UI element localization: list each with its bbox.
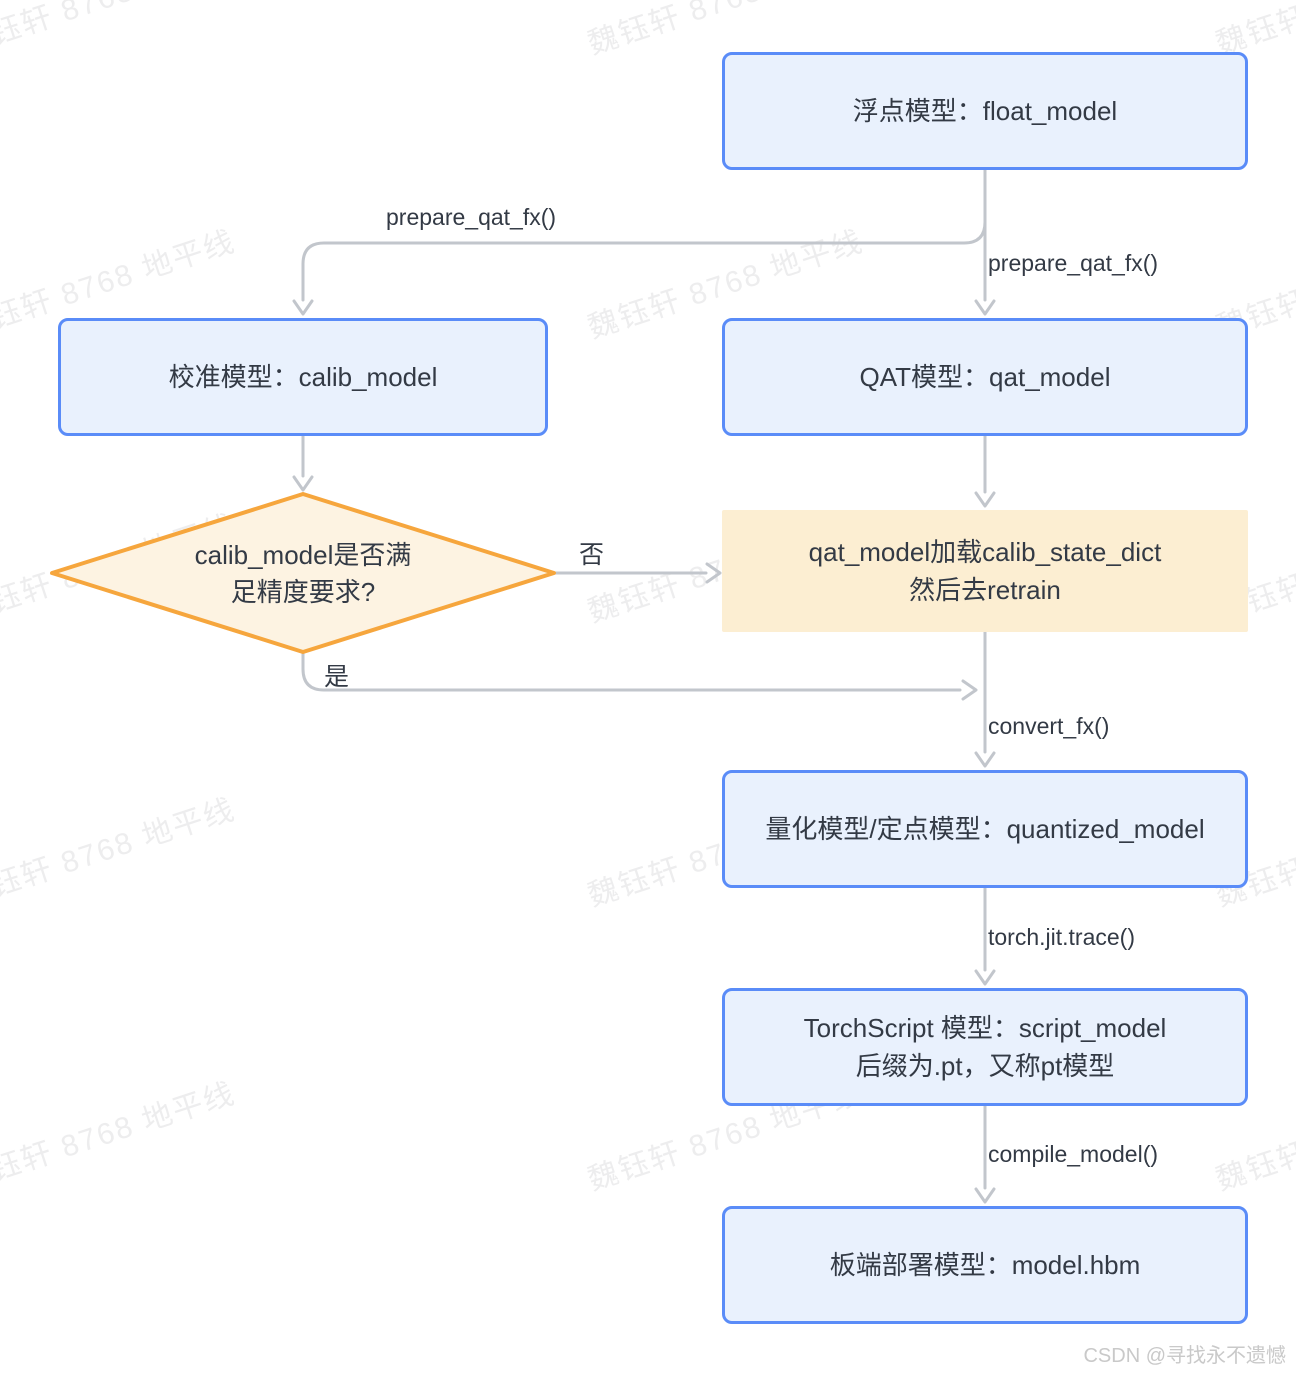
arrowhead-hbm (974, 1187, 996, 1204)
edge-label-prepare-left: prepare_qat_fx() (386, 204, 557, 230)
csdn-credit: CSDN @寻找永不遗憾 (1083, 1345, 1286, 1367)
node-retrain-line2: 然后去retrain (909, 575, 1061, 605)
arrowhead-yes (961, 679, 978, 701)
node-torchscript-model: TorchScript 模型：script_model 后缀为.pt，又称pt模… (722, 988, 1248, 1106)
decision-diamond-text: calib_model是否满 足精度要求? (113, 537, 493, 611)
decision-diamond-shape (50, 492, 556, 654)
node-hbm-model: 板端部署模型：model.hbm (722, 1206, 1248, 1324)
node-calib-model-label: 校准模型：calib_model (168, 362, 438, 392)
decision-line2: 足精度要求? (230, 577, 376, 607)
node-float-model-label: 浮点模型：float_model (852, 96, 1118, 126)
node-qat-model: QAT模型：qat_model (722, 318, 1248, 436)
node-calib-model: 校准模型：calib_model (58, 318, 548, 436)
node-torchscript-line2: 后缀为.pt，又称pt模型 (855, 1051, 1115, 1081)
node-retrain-line1: qat_model加载calib_state_dict (808, 537, 1162, 567)
edge-label-yes: 是 (324, 663, 350, 691)
edge-label-no: 否 (579, 541, 605, 569)
arrowhead-torchscript (974, 969, 996, 986)
edge-label-prepare-right: prepare_qat_fx() (988, 250, 1159, 276)
node-torchscript-line1: TorchScript 模型：script_model (803, 1013, 1167, 1043)
node-float-model: 浮点模型：float_model (722, 52, 1248, 170)
edge-decision-yes (301, 650, 962, 692)
edge-float-to-calib (301, 220, 987, 302)
node-hbm-model-label: 板端部署模型：model.hbm (829, 1250, 1141, 1280)
node-quantized-model-label: 量化模型/定点模型：quantized_model (765, 814, 1205, 844)
arrowhead-no (705, 562, 722, 584)
node-retrain: qat_model加载calib_state_dict 然后去retrain (722, 510, 1248, 632)
edge-label-convert: convert_fx() (988, 713, 1110, 739)
arrowhead-calib (292, 299, 314, 316)
node-qat-model-label: QAT模型：qat_model (859, 362, 1111, 392)
arrowhead-retrain (974, 491, 996, 508)
arrowhead-quantized (974, 751, 996, 768)
arrowhead-decision (292, 475, 314, 492)
edge-label-compile: compile_model() (988, 1141, 1159, 1167)
node-quantized-model: 量化模型/定点模型：quantized_model (722, 770, 1248, 888)
arrowhead-qat (974, 299, 996, 316)
decision-line1: calib_model是否满 (194, 540, 412, 570)
edge-label-trace: torch.jit.trace() (988, 924, 1135, 950)
